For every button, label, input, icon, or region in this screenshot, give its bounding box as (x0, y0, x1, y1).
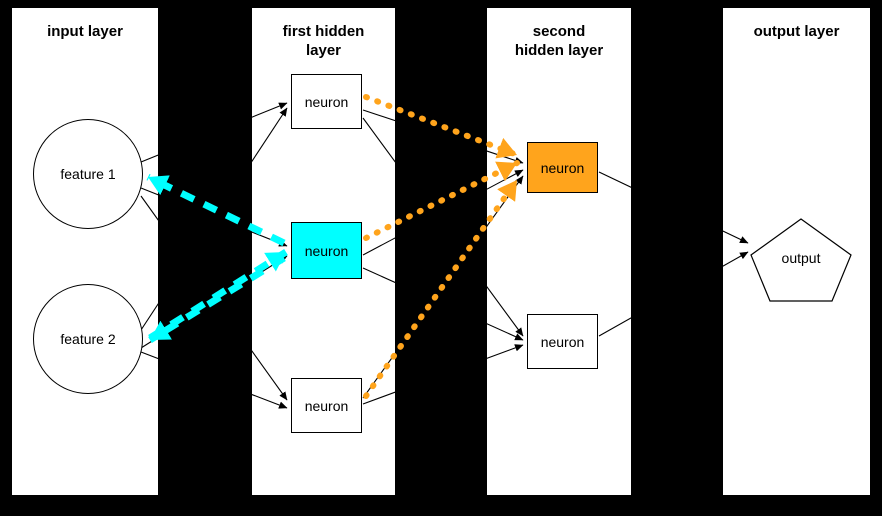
pentagon-shape (750, 218, 852, 302)
edges-input-to-hidden1 (140, 102, 288, 409)
node-feature-1-label: feature 1 (60, 166, 116, 182)
node-hidden1-neuron-3-label: neuron (304, 397, 349, 414)
node-feature-2-label: feature 2 (60, 331, 116, 347)
node-feature-1[interactable]: feature 1 (33, 119, 143, 229)
edges-hidden1-to-hidden2 (362, 109, 524, 405)
node-hidden2-neuron-1-label: neuron (540, 159, 585, 176)
node-hidden1-neuron-1-label: neuron (304, 93, 349, 110)
panel-title-input-layer: input layer (47, 23, 123, 40)
node-hidden2-neuron-2-label: neuron (540, 333, 585, 350)
panel-second-hidden-layer (487, 8, 631, 495)
node-hidden2-neuron-1-highlighted[interactable]: neuron (527, 142, 598, 193)
node-hidden1-neuron-2-highlighted[interactable]: neuron (291, 222, 362, 279)
panel-input-layer (12, 8, 158, 495)
node-output-pentagon[interactable] (750, 218, 852, 302)
panel-title-output-layer: output layer (753, 23, 840, 40)
node-hidden2-neuron-2[interactable]: neuron (527, 314, 598, 369)
panel-title-second-hidden-layer: second hidden layer (514, 23, 604, 59)
node-hidden1-neuron-1[interactable]: neuron (291, 74, 362, 129)
edges-hidden2-to-output (598, 171, 749, 337)
node-hidden1-neuron-2-label: neuron (304, 242, 349, 259)
node-output-label: output (781, 250, 821, 266)
panel-title-first-hidden-layer: first hidden layer (282, 23, 365, 59)
edges-orange-highlight (363, 94, 520, 399)
edges-cyan-highlight (146, 173, 286, 343)
node-hidden1-neuron-3[interactable]: neuron (291, 378, 362, 433)
node-feature-2[interactable]: feature 2 (33, 284, 143, 394)
edges-cyan-incoming-arrow (148, 249, 288, 341)
